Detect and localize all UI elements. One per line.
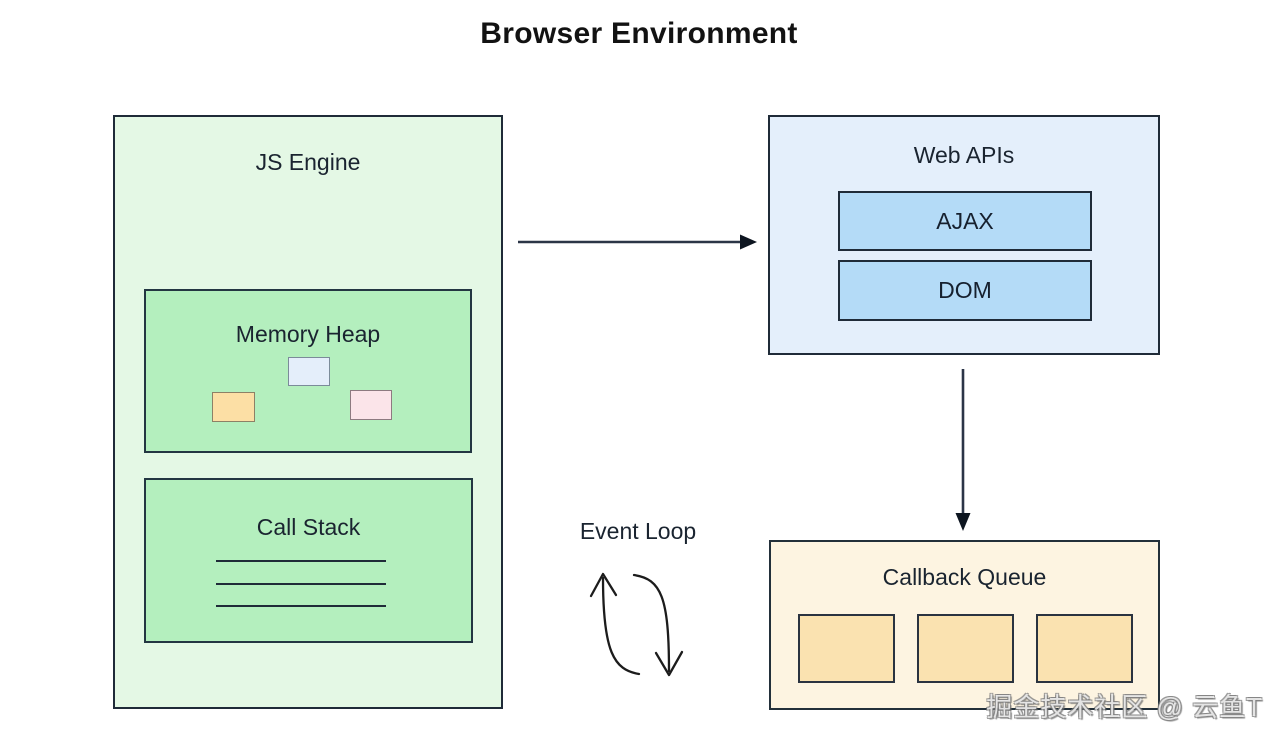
watermark: 掘金技术社区 @ 云鱼T [986, 692, 1263, 722]
memory-object-pink [350, 390, 392, 420]
js-engine-box: JS Engine Memory Heap Call Stack [113, 115, 503, 709]
js-engine-label: JS Engine [255, 149, 361, 175]
callback-queue-box: Callback Queue [769, 540, 1160, 710]
call-stack-box: Call Stack [144, 478, 473, 643]
memory-heap-label: Memory Heap [235, 321, 381, 347]
queue-slot [917, 614, 1014, 683]
ajax-item: AJAX [838, 191, 1092, 251]
callback-queue-label: Callback Queue [882, 564, 1047, 590]
memory-object-orange [212, 392, 255, 422]
call-stack-label: Call Stack [256, 514, 361, 540]
memory-heap-box: Memory Heap [144, 289, 472, 453]
stack-frame-line [216, 583, 386, 585]
arrow-web-apis-to-callback-queue [955, 369, 971, 531]
queue-slot [1036, 614, 1133, 683]
web-apis-box: Web APIs AJAX DOM [768, 115, 1160, 355]
memory-object-blue [288, 357, 330, 386]
dom-item: DOM [838, 260, 1092, 321]
stack-frame-line [216, 560, 386, 562]
queue-slot [798, 614, 895, 683]
web-apis-label: Web APIs [913, 142, 1015, 168]
diagram-title: Browser Environment [480, 17, 798, 50]
event-loop-label: Event Loop [579, 518, 697, 544]
event-loop-up-arrow [589, 572, 641, 676]
arrow-js-engine-to-web-apis [518, 234, 757, 250]
event-loop-down-arrow [632, 573, 684, 677]
stack-frame-line [216, 605, 386, 607]
